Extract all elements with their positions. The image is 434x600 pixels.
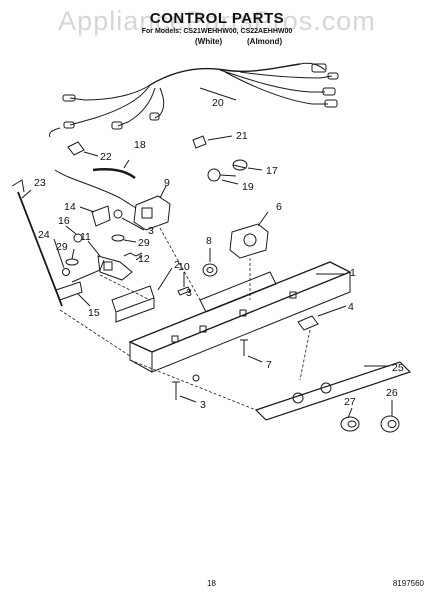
damper-part-11 [87, 240, 133, 281]
screw-part-3-upper [113, 209, 145, 231]
callout-12: 12 [138, 253, 150, 265]
knob-part-27 [340, 407, 360, 432]
control-bracket-part-2 [111, 267, 173, 323]
callout-29-lower: 29 [56, 241, 68, 253]
color-almond-label: (Almond) [247, 37, 283, 46]
bracket-part-15 [55, 259, 105, 307]
callout-8: 8 [206, 235, 212, 247]
callout-3-lower: 3 [200, 399, 206, 411]
callout-25: 25 [392, 362, 404, 374]
callout-21: 21 [236, 130, 248, 142]
model-list: For Models: CS21WEHHW00, CS22AEHHW00 [141, 28, 293, 35]
callout-18: 18 [134, 139, 146, 151]
callout-24: 24 [38, 229, 50, 241]
screw-part-3-lower-b [192, 374, 200, 382]
knob-shaft-part-8 [202, 248, 218, 277]
callout-16: 16 [58, 215, 70, 227]
page-number: 18 [207, 579, 216, 588]
control-panel-part-25 [254, 361, 412, 421]
callout-1: 1 [350, 267, 356, 279]
connector-part-22 [67, 141, 99, 157]
knob-part-26 [380, 400, 400, 433]
wire-harness-part [49, 62, 339, 138]
callout-27: 27 [344, 396, 356, 408]
callout-3-upper: 3 [148, 225, 154, 237]
color-white-label: (White) [195, 37, 223, 46]
washer-part-29-upper [111, 234, 137, 243]
callout-26: 26 [386, 387, 398, 399]
callout-11: 11 [80, 231, 91, 243]
part-code: 8197560 [392, 579, 424, 588]
callout-14: 14 [64, 201, 76, 213]
screw-part-7 [240, 339, 263, 363]
screw-part-3-lower-a [172, 381, 197, 403]
callout-20: 20 [212, 97, 224, 109]
callout-17: 17 [266, 165, 278, 177]
callout-29-upper: 29 [138, 237, 150, 249]
bracket-part-14 [79, 205, 111, 227]
callout-4: 4 [348, 301, 354, 313]
control-housing-part-1 [128, 261, 352, 373]
callout-2: 2 [174, 259, 180, 271]
spring-part-12 [123, 252, 143, 261]
callout-15: 15 [88, 307, 100, 319]
callout-6: 6 [276, 201, 282, 213]
tube-part-18 [92, 159, 136, 180]
screw-part-10 [177, 272, 191, 296]
callout-19: 19 [242, 181, 254, 193]
screw-part-16 [65, 225, 83, 243]
callout-labels: 1 2 3 3 3 4 6 7 8 9 10 11 12 14 15 16 17… [34, 97, 404, 411]
clip-part-4 [297, 305, 347, 331]
lamp-socket-part-17 [232, 159, 263, 171]
watermark-text: AppliancePartsPros.com [58, 6, 376, 36]
assembly-guide-lines [59, 227, 311, 411]
thermostat-part-9 [54, 169, 171, 231]
callout-7: 7 [266, 359, 272, 371]
bulb-part-19 [207, 168, 239, 185]
callout-22: 22 [100, 151, 112, 163]
callout-9: 9 [164, 177, 170, 189]
rod-part-23 [11, 179, 63, 307]
callout-10: 10 [178, 261, 190, 273]
clip-part-21 [192, 135, 233, 149]
control-assembly-part-6 [229, 211, 269, 259]
screw-part-24 [53, 238, 70, 276]
washer-part-29-lower [65, 248, 79, 266]
page-title: CONTROL PARTS [149, 10, 285, 27]
callout-23: 23 [34, 177, 46, 189]
callout-3-mid: 3 [186, 287, 192, 299]
